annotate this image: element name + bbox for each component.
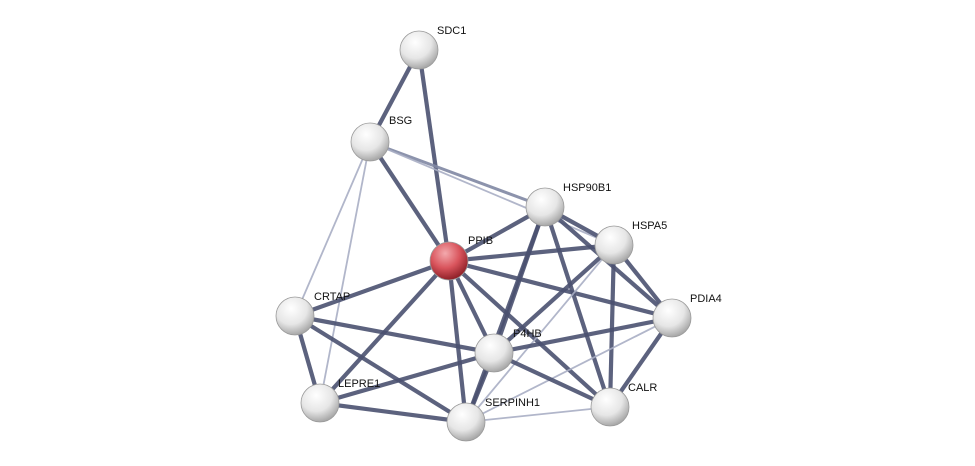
edge-hspa5-p4hb[interactable] [492,243,616,355]
edge-hspa5-serpinh1[interactable] [465,244,615,423]
node-sphere[interactable] [590,387,630,427]
edge-ppib-serpinh1[interactable] [446,260,469,423]
edge-lepre1-serpinh1[interactable] [319,400,467,425]
edge-crtap-serpinh1[interactable] [293,314,468,424]
node-label: LEPRE1 [338,378,380,390]
edges [292,49,674,425]
node-label: P4HB [513,328,542,340]
node-label: SERPINH1 [485,397,540,409]
edge-ppib-hspa5[interactable] [448,242,615,264]
node-hsp90b1[interactable]: HSP90B1 [525,182,611,227]
edge-p4hb-calr[interactable] [493,351,611,409]
edge-hsp90b1-calr[interactable] [543,206,612,408]
node-label: SDC1 [437,25,466,37]
edge-bsg-ppib[interactable] [368,140,451,263]
node-sphere[interactable] [429,241,469,281]
node-sphere[interactable] [399,30,439,70]
node-bsg[interactable]: BSG [350,115,412,162]
edge-p4hb-lepre1[interactable] [319,350,495,406]
node-sphere[interactable] [275,296,315,336]
node-calr[interactable]: CALR [590,382,657,427]
edge-bsg-hsp90b1[interactable] [369,140,546,209]
node-label: PDIA4 [690,293,722,305]
node-sphere[interactable] [350,122,390,162]
edge-sdc1-ppib[interactable] [416,49,452,262]
edge-ppib-calr[interactable] [447,259,612,409]
edge-hspa5-calr[interactable] [607,244,617,408]
node-crtap[interactable]: CRTAP [275,291,350,336]
node-label: CALR [628,382,657,394]
node-p4hb[interactable]: P4HB [474,328,542,373]
node-label: HSP90B1 [563,182,611,194]
edge-serpinh1-calr[interactable] [465,406,611,423]
node-pdia4[interactable]: PDIA4 [652,293,722,338]
node-label: HSPA5 [632,220,667,232]
edge-ppib-crtap[interactable] [294,259,450,318]
edge-pdia4-p4hb[interactable] [493,315,673,356]
edge-bsg-crtap[interactable] [294,141,371,317]
edge-crtap-p4hb[interactable] [294,313,495,356]
node-sphere[interactable] [652,298,692,338]
node-lepre1[interactable]: LEPRE1 [300,378,380,423]
edge-bsg-hspa5[interactable] [369,141,615,246]
node-sphere[interactable] [300,383,340,423]
node-sphere[interactable] [594,225,634,265]
node-label: PPIB [468,235,493,247]
node-label: CRTAP [314,291,350,303]
node-sphere[interactable] [474,333,514,373]
node-sphere[interactable] [446,402,486,442]
node-sdc1[interactable]: SDC1 [399,25,466,70]
node-hspa5[interactable]: HSPA5 [594,220,667,265]
node-serpinh1[interactable]: SERPINH1 [446,397,540,442]
edge-pdia4-serpinh1[interactable] [465,317,673,423]
node-sphere[interactable] [525,187,565,227]
node-ppib[interactable]: PPIB [429,235,493,281]
edge-ppib-pdia4[interactable] [448,258,673,321]
edge-bsg-lepre1[interactable] [319,141,371,404]
node-label: BSG [389,115,412,127]
